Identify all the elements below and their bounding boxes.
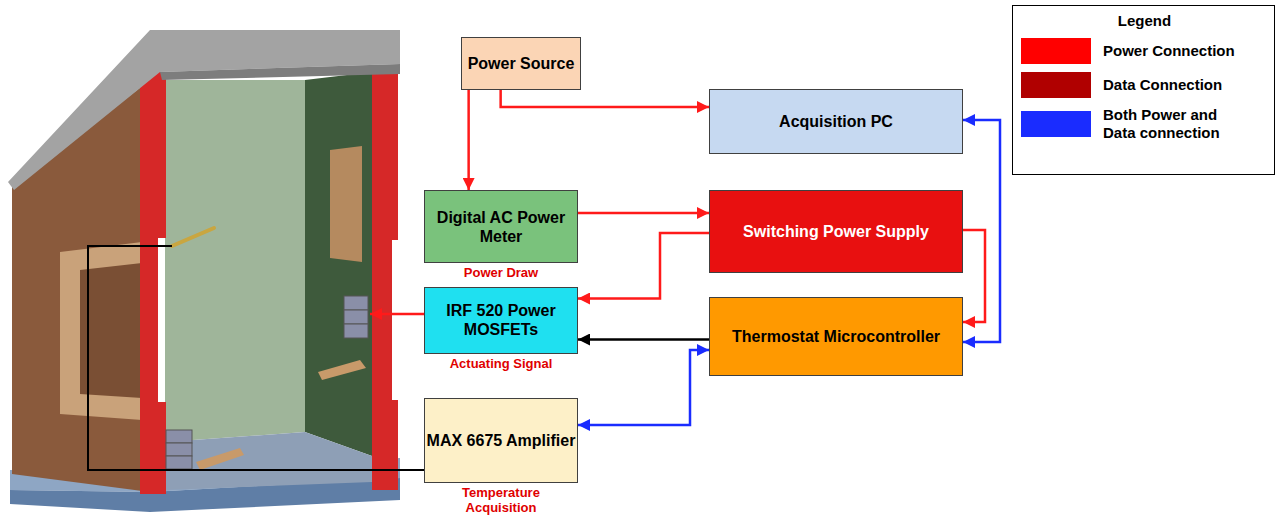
connector-arrow: [963, 230, 985, 322]
legend-label: Power Connection: [1103, 42, 1253, 60]
heater-brick: [166, 456, 192, 469]
box-label: IRF 520 Power MOSFETs: [425, 301, 577, 339]
box-label: Switching Power Supply: [743, 222, 929, 241]
back-wall: [165, 80, 305, 442]
heater-brick: [344, 296, 368, 310]
legend-box: LegendPower ConnectionData ConnectionBot…: [1012, 5, 1275, 175]
legend-label: Data Connection: [1103, 76, 1253, 94]
legend-row: Both Power and Data connection: [1021, 106, 1268, 142]
legend-row: Power Connection: [1021, 38, 1268, 64]
thermocouple-wire: [88, 246, 444, 470]
pc-box: Acquisition PC: [709, 89, 963, 154]
side-window: [80, 263, 142, 398]
microcontroller-box: Thermostat Microcontroller: [709, 297, 963, 376]
side-wall: [12, 80, 150, 492]
test-chamber-illustration: [0, 0, 470, 532]
heater-plate: [318, 360, 366, 380]
mosfet-box: IRF 520 Power MOSFETsActuating Signal: [424, 287, 578, 354]
box-label: Digital AC Power Meter: [425, 208, 577, 246]
meter-box: Digital AC Power MeterPower Draw: [424, 190, 578, 263]
legend-title: Legend: [1021, 12, 1268, 30]
thermocouple-rod: [172, 228, 214, 246]
right-wall: [305, 72, 372, 456]
power-supply-box: Switching Power Supply: [709, 190, 963, 273]
right-window: [330, 146, 362, 262]
legend-swatch: [1021, 72, 1091, 98]
wall-cut-right: [372, 66, 398, 490]
side-window-frame: [60, 242, 142, 420]
heater-brick: [344, 310, 368, 324]
source-box: Power Source: [461, 37, 582, 90]
heater-brick: [166, 430, 192, 443]
signal-caption: Actuating Signal: [426, 356, 576, 371]
legend-swatch: [1021, 111, 1091, 137]
box-label: MAX 6675 Amplifier: [427, 431, 576, 450]
heater-brick: [344, 324, 368, 338]
floor: [165, 432, 372, 490]
wall-cut-left: [140, 72, 166, 494]
connector-arrow: [501, 90, 709, 107]
connector-arrow: [578, 350, 709, 425]
box-label: Power Source: [468, 54, 575, 73]
roof-edge: [160, 64, 400, 80]
heater-plate: [196, 448, 244, 470]
heater-brick: [166, 443, 192, 456]
legend-swatch: [1021, 38, 1091, 64]
roof-slab: [8, 30, 400, 190]
legend-label: Both Power and Data connection: [1103, 106, 1253, 142]
connector-arrow: [963, 120, 1000, 342]
legend-row: Data Connection: [1021, 72, 1268, 98]
signal-caption: Power Draw: [426, 265, 576, 280]
box-label: Thermostat Microcontroller: [732, 327, 940, 346]
connector-arrow: [578, 212, 709, 215]
connector-arrow: [578, 338, 709, 341]
box-label: Acquisition PC: [779, 112, 893, 131]
signal-caption: Temperature Acquisition: [445, 485, 557, 515]
connector-arrow: [578, 233, 709, 299]
connector-arrow: [467, 90, 470, 190]
amplifier-box: MAX 6675 AmplifierTemperature Acquisitio…: [424, 398, 578, 483]
